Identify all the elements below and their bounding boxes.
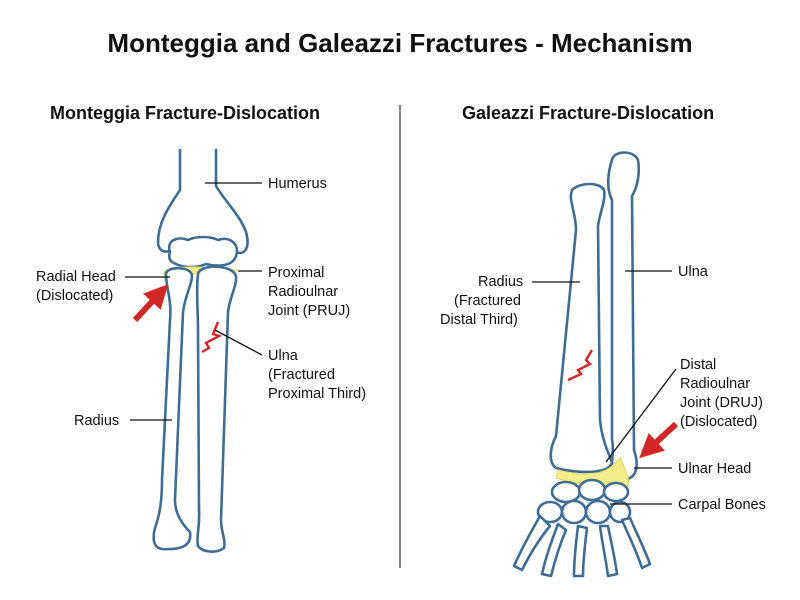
- radial-head-arrow: [132, 284, 169, 323]
- page-title: Monteggia and Galeazzi Fractures - Mecha…: [107, 28, 693, 58]
- galeazzi-ulna-bone: [606, 151, 641, 481]
- monteggia-illustration: Humerus Radial Head (Dislocated) Proxima…: [36, 148, 366, 553]
- ulna-bone: [195, 265, 238, 553]
- label-pruj-line3: Joint (PRUJ): [268, 303, 350, 319]
- galeazzi-radius-bone: [549, 182, 614, 474]
- radius-bone: [152, 266, 194, 551]
- label-pruj-line1: Proximal: [268, 265, 324, 281]
- galeazzi-illustration: Radius (Fractured Distal Third) Ulna Dis…: [440, 151, 766, 578]
- label-galeazzi-ulna: Ulna: [678, 264, 709, 280]
- druj-arrow: [639, 421, 679, 459]
- label-druj-line4: (Dislocated): [680, 414, 757, 430]
- ulna-leader: [214, 329, 263, 356]
- monteggia-heading: Monteggia Fracture-Dislocation: [50, 103, 321, 123]
- galeazzi-heading: Galeazzi Fracture-Dislocation: [462, 103, 715, 123]
- label-radial-head: Radial Head: [36, 269, 116, 285]
- radius-fracture-line: [567, 349, 594, 382]
- label-pruj-line2: Radioulnar: [268, 284, 338, 300]
- label-humerus: Humerus: [268, 176, 327, 192]
- humerus-condyles: [167, 235, 239, 269]
- druj-leader: [605, 368, 677, 463]
- label-druj-line3: Joint (DRUJ): [680, 395, 763, 411]
- label-ulna-line1: Ulna: [268, 348, 299, 364]
- label-galeazzi-radius-line3: Distal Third): [440, 312, 518, 328]
- label-galeazzi-radius-line1: Radius: [478, 274, 523, 290]
- label-radius: Radius: [74, 413, 119, 429]
- label-carpal-bones: Carpal Bones: [678, 497, 766, 513]
- label-druj-line1: Distal: [680, 357, 716, 373]
- label-radial-head-dislocated: (Dislocated): [36, 288, 113, 304]
- ulna-fracture-line: [201, 321, 223, 354]
- carpal-bones-group: [536, 478, 632, 525]
- label-ulnar-head: Ulnar Head: [678, 461, 751, 477]
- label-druj-line2: Radioulnar: [680, 376, 750, 392]
- metacarpal-bones-group: [512, 514, 652, 578]
- label-ulna-line2: (Fractured: [268, 367, 335, 383]
- label-ulna-line3: Proximal Third): [268, 386, 366, 402]
- label-galeazzi-radius-line2: (Fractured: [454, 293, 521, 309]
